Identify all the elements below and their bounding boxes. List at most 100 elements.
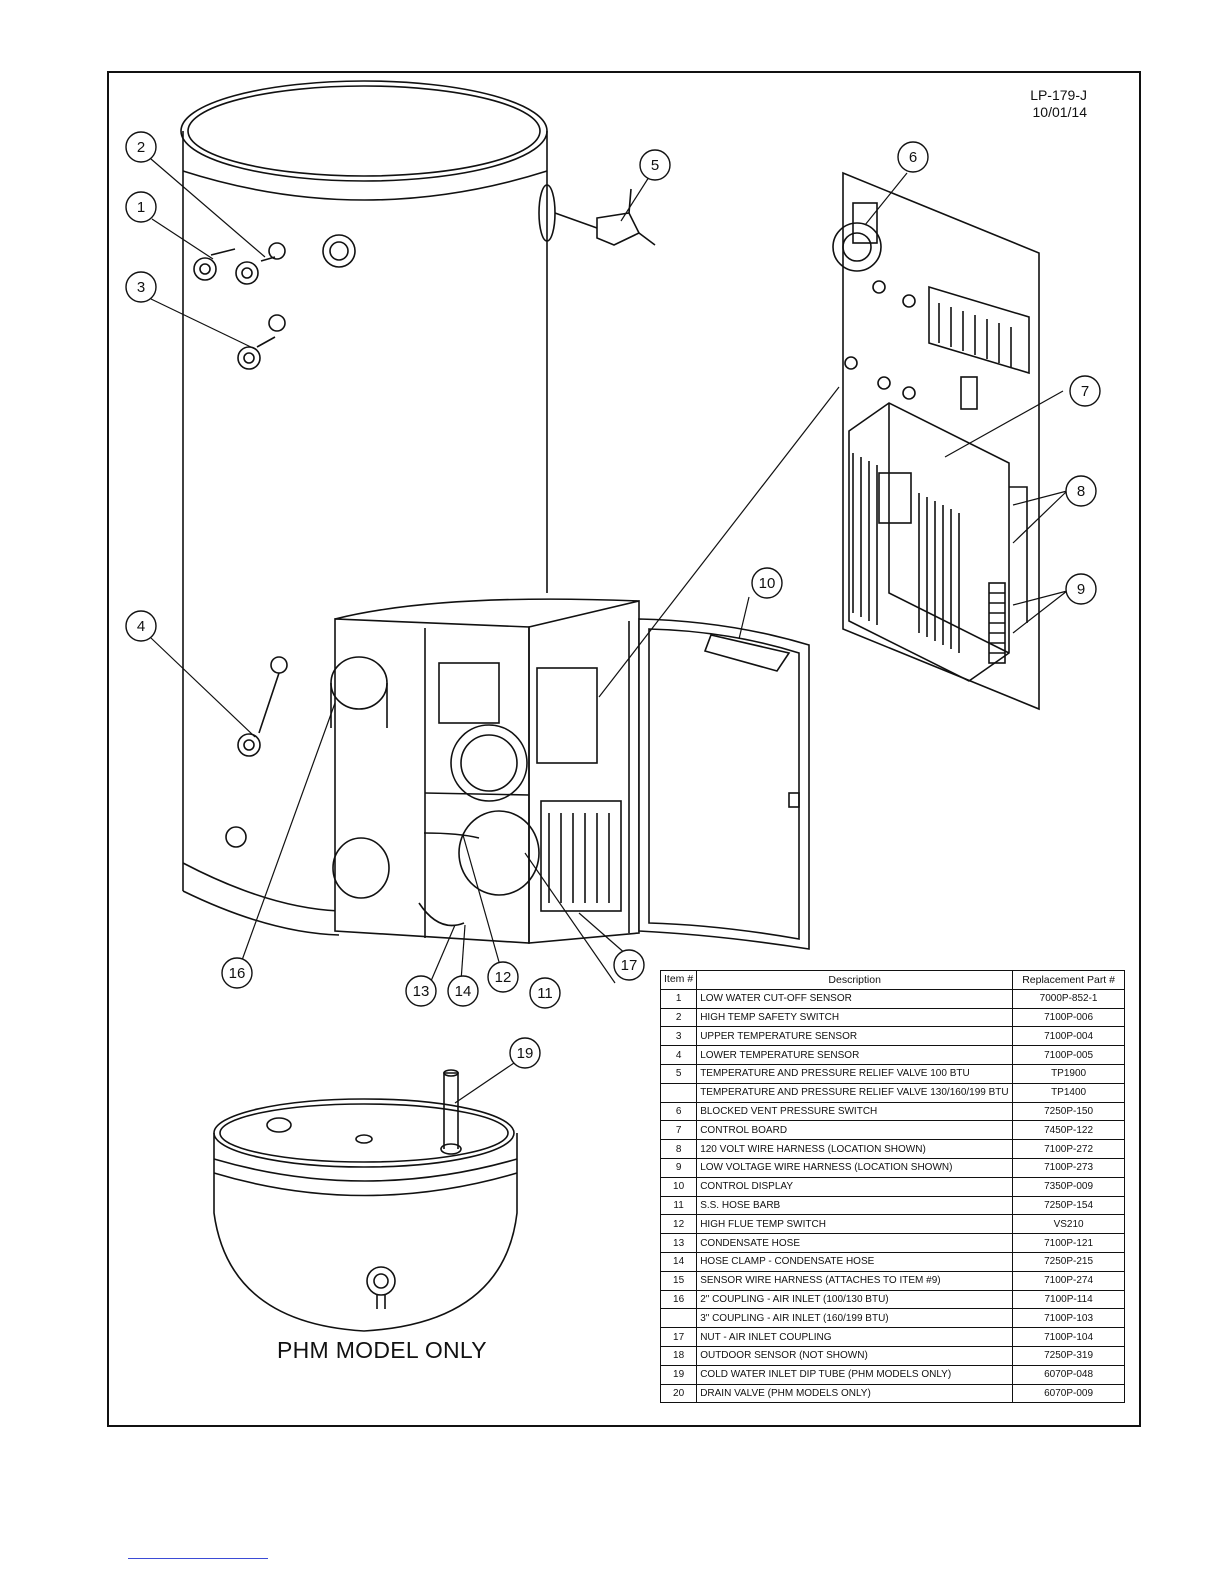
callout-number: 6 <box>909 149 917 166</box>
row-description: COLD WATER INLET DIP TUBE (PHM MODELS ON… <box>696 1364 1014 1385</box>
callout-circle <box>639 149 671 181</box>
callout-number: 4 <box>137 618 145 635</box>
callout-number: 14 <box>455 983 472 1000</box>
row-description: DRAIN VALVE (PHM MODELS ONLY) <box>696 1383 1014 1404</box>
row-item: 14 <box>659 1251 698 1272</box>
header-part: Replacement Part # <box>1012 970 1125 990</box>
callout-number: 3 <box>137 279 145 296</box>
cabinet-door <box>628 618 810 950</box>
callout-number: 1 <box>137 199 145 216</box>
row-description: 3" COUPLING - AIR INLET (160/199 BTU) <box>696 1308 1014 1329</box>
sensor-parts <box>193 248 280 757</box>
row-part: TP1400 <box>1012 1082 1125 1103</box>
table-row: TEMPERATURE AND PRESSURE RELIEF VALVE 13… <box>659 1082 1125 1103</box>
callout-circle <box>1065 475 1097 507</box>
row-part: 7350P-009 <box>1012 1176 1125 1197</box>
callout-number: 11 <box>537 985 553 1002</box>
row-part: 6070P-048 <box>1012 1364 1125 1385</box>
row-description: SENSOR WIRE HARNESS (ATTACHES TO ITEM #9… <box>696 1270 1014 1291</box>
callout-circle <box>447 975 479 1007</box>
row-description: NUT - AIR INLET COUPLING <box>696 1327 1014 1347</box>
row-part: 7450P-122 <box>1012 1120 1125 1141</box>
row-item: 13 <box>659 1233 698 1253</box>
header-item: Item # <box>659 970 698 990</box>
row-item: 8 <box>659 1139 698 1159</box>
row-part: 7250P-154 <box>1012 1195 1125 1216</box>
row-part: 7100P-006 <box>1012 1007 1125 1028</box>
callout-circle <box>125 131 157 163</box>
row-part: 7100P-274 <box>1012 1270 1125 1291</box>
callout-circle <box>221 957 253 989</box>
footer-link-underline <box>128 1558 268 1559</box>
row-item: 17 <box>659 1327 698 1347</box>
row-item: 12 <box>659 1214 698 1235</box>
callout-circle <box>613 949 645 981</box>
row-item: 2 <box>659 1007 698 1028</box>
parts-table-header: Item # Description Replacement Part # <box>659 970 1125 990</box>
row-item: 20 <box>659 1383 698 1404</box>
row-part: 7100P-104 <box>1012 1327 1125 1347</box>
callout-number: 17 <box>621 957 638 974</box>
callout-number: 13 <box>413 983 430 1000</box>
row-item: 1 <box>659 988 698 1009</box>
row-description: LOW VOLTAGE WIRE HARNESS (LOCATION SHOWN… <box>696 1157 1014 1178</box>
row-item: 19 <box>659 1364 698 1385</box>
row-part: 7250P-319 <box>1012 1345 1125 1366</box>
callout-circle <box>125 271 157 303</box>
callout-number: 9 <box>1077 581 1085 598</box>
row-description: LOW WATER CUT-OFF SENSOR <box>696 988 1014 1009</box>
row-description: UPPER TEMPERATURE SENSOR <box>696 1026 1014 1047</box>
callout-circle <box>1069 375 1101 407</box>
row-part: 7100P-121 <box>1012 1233 1125 1253</box>
row-item: 7 <box>659 1120 698 1141</box>
callout-circle <box>529 977 561 1009</box>
row-part: 7100P-103 <box>1012 1308 1125 1329</box>
row-item: 6 <box>659 1101 698 1122</box>
row-description: HOSE CLAMP - CONDENSATE HOSE <box>696 1251 1014 1272</box>
callout-circle <box>125 610 157 642</box>
callout-circle <box>509 1037 541 1069</box>
row-description: OUTDOOR SENSOR (NOT SHOWN) <box>696 1345 1014 1366</box>
row-part: 6070P-009 <box>1012 1383 1125 1404</box>
row-part: 7100P-273 <box>1012 1157 1125 1178</box>
document-date: 10/01/14 <box>1032 104 1088 120</box>
callout-circle <box>125 191 157 223</box>
row-item: 4 <box>659 1045 698 1065</box>
callout-circle <box>487 961 519 993</box>
row-part: 7100P-114 <box>1012 1289 1125 1310</box>
row-part: 7250P-215 <box>1012 1251 1125 1272</box>
row-item: 15 <box>659 1270 698 1291</box>
phm-model-note: PHM MODEL ONLY <box>277 1337 487 1363</box>
row-item: 18 <box>659 1345 698 1366</box>
row-description: CONTROL DISPLAY <box>696 1176 1014 1197</box>
callout-number: 10 <box>759 575 776 592</box>
water-heater-tank <box>180 80 548 936</box>
row-item <box>659 1082 698 1103</box>
row-description: TEMPERATURE AND PRESSURE RELIEF VALVE 13… <box>696 1082 1014 1103</box>
row-description: HIGH TEMP SAFETY SWITCH <box>696 1007 1014 1028</box>
control-panel <box>832 171 1040 711</box>
callout-number: 2 <box>137 139 145 156</box>
row-description: CONTROL BOARD <box>696 1120 1014 1141</box>
row-part: 7100P-272 <box>1012 1139 1125 1159</box>
callout-number: 12 <box>495 969 512 986</box>
callout-circle <box>897 141 929 173</box>
row-description: TEMPERATURE AND PRESSURE RELIEF VALVE 10… <box>696 1063 1014 1084</box>
